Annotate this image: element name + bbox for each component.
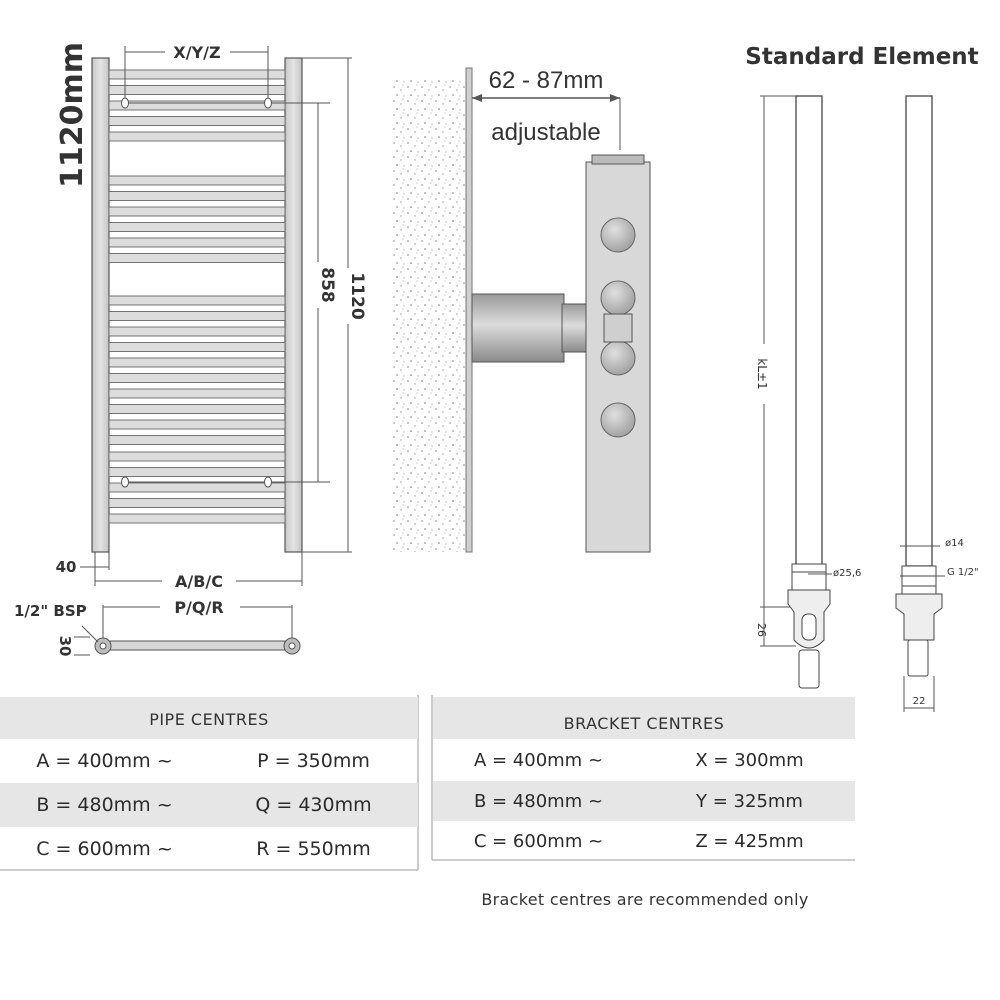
width-label-pqr: P/Q/R bbox=[174, 598, 223, 617]
heating-bar bbox=[108, 191, 286, 201]
bracket-centres-label: X/Y/Z bbox=[173, 43, 220, 62]
heating-bar bbox=[108, 451, 286, 462]
depth-dim: 30 bbox=[56, 636, 74, 657]
bar-end-hole bbox=[600, 402, 636, 438]
heating-bar bbox=[108, 311, 286, 321]
bar-end-hole bbox=[600, 340, 636, 376]
rod-diameter: ø14 bbox=[945, 538, 964, 549]
pipe-centres-title: PIPE CENTRES bbox=[0, 697, 418, 739]
table-row: B = 480mm ~ Y = 325mm bbox=[433, 781, 855, 821]
pipe-centre-left: C = 600mm ~ bbox=[36, 838, 173, 860]
radiator-front-view: 1120mm X/Y/Z 858 1120 bbox=[14, 42, 367, 656]
wall bbox=[392, 80, 468, 552]
table-row: A = 400mm ~ X = 300mm bbox=[433, 739, 855, 781]
heating-bar bbox=[108, 404, 286, 414]
heating-bar bbox=[108, 357, 286, 368]
bracket-fixing bbox=[121, 97, 330, 488]
bracket-centre-right: X = 300mm bbox=[695, 749, 804, 771]
standard-element: Standard Element kL±1 ø25,6 26 ø14 G 1/2… bbox=[745, 44, 979, 712]
heating-bar bbox=[108, 435, 286, 445]
heating-bar bbox=[108, 498, 286, 508]
heating-bar bbox=[108, 253, 286, 263]
heating-bar bbox=[108, 419, 286, 430]
heating-bar bbox=[108, 295, 286, 306]
heating-bar bbox=[108, 326, 286, 337]
left-rail bbox=[91, 57, 110, 553]
element-length-dim: kL±1 bbox=[755, 358, 769, 389]
table-row: A = 400mm ~ P = 350mm bbox=[0, 739, 418, 783]
heating-bar bbox=[108, 467, 286, 477]
radiator-plan-view bbox=[100, 640, 294, 651]
pipe-centre-right: Q = 430mm bbox=[255, 794, 372, 816]
width-label-abc: A/B/C bbox=[175, 572, 223, 591]
heating-bar bbox=[108, 222, 286, 232]
bracket-centre-left: C = 600mm ~ bbox=[473, 830, 604, 852]
bracket-centres-title: BRACKET CENTRES bbox=[433, 697, 855, 739]
heating-bar bbox=[108, 388, 286, 399]
heating-bar bbox=[108, 237, 286, 248]
table-row: C = 600mm ~ Z = 425mm bbox=[433, 821, 855, 861]
table-row: C = 600mm ~ R = 550mm bbox=[0, 827, 418, 871]
heating-bar bbox=[108, 373, 286, 383]
element-title: Standard Element bbox=[745, 44, 978, 70]
heating-bar bbox=[108, 342, 286, 352]
bracket-centre-left: A = 400mm ~ bbox=[473, 749, 604, 771]
heating-bar bbox=[108, 100, 286, 111]
collar-diameter: ø25,6 bbox=[833, 568, 861, 579]
bracket-centre-right: Z = 425mm bbox=[695, 830, 804, 852]
rail-offset-dim: 40 bbox=[56, 558, 77, 576]
height-label: 1120mm bbox=[55, 42, 90, 188]
rail-bar-holes bbox=[600, 217, 636, 438]
element-rod-2 bbox=[905, 95, 933, 567]
heating-bar bbox=[108, 116, 286, 126]
heating-bar bbox=[108, 175, 286, 186]
heating-bar bbox=[108, 513, 286, 524]
pipe-centre-right: R = 550mm bbox=[256, 838, 371, 860]
bar-end-hole bbox=[600, 280, 636, 316]
table-row: B = 480mm ~ Q = 430mm bbox=[0, 783, 418, 827]
bracket-offset-note: adjustable bbox=[491, 119, 600, 146]
bracket-centre-left: B = 480mm ~ bbox=[473, 790, 604, 812]
pipe-centre-left: B = 480mm ~ bbox=[36, 794, 173, 816]
heating-bar bbox=[108, 69, 286, 80]
horizontal-bars bbox=[108, 69, 286, 524]
pipe-centres-table: PIPE CENTRES A = 400mm ~ P = 350mm B = 4… bbox=[0, 697, 418, 871]
bracket-offset-label: 62 - 87mm bbox=[489, 67, 604, 94]
wall-bracket bbox=[471, 293, 565, 363]
bracket-centre-right: Y = 325mm bbox=[696, 790, 803, 812]
thread-size: G 1/2" bbox=[947, 567, 979, 578]
element-rod bbox=[795, 95, 823, 567]
bracket-side-view: 62 - 87mm adjustable bbox=[392, 67, 651, 553]
element-connector-2 bbox=[895, 593, 943, 641]
bracket-note: Bracket centres are recommended only bbox=[481, 890, 809, 909]
bracket-height-dim: 858 bbox=[317, 267, 337, 303]
heating-bar bbox=[108, 206, 286, 217]
right-rail bbox=[284, 57, 303, 553]
pipe-centre-right: P = 350mm bbox=[257, 750, 370, 772]
base-width-dim: 22 bbox=[913, 696, 926, 707]
bsp-label: 1/2" BSP bbox=[14, 602, 87, 620]
heating-bar bbox=[108, 131, 286, 142]
pipe-centre-left: A = 400mm ~ bbox=[36, 750, 173, 772]
collar-height-dim: 26 bbox=[755, 623, 768, 637]
bracket-centres-table: BRACKET CENTRES A = 400mm ~ X = 300mm B … bbox=[433, 697, 855, 861]
heating-bar bbox=[108, 85, 286, 95]
bar-end-hole bbox=[600, 217, 636, 253]
heating-bar bbox=[108, 482, 286, 493]
height-dim: 1120 bbox=[347, 272, 367, 319]
